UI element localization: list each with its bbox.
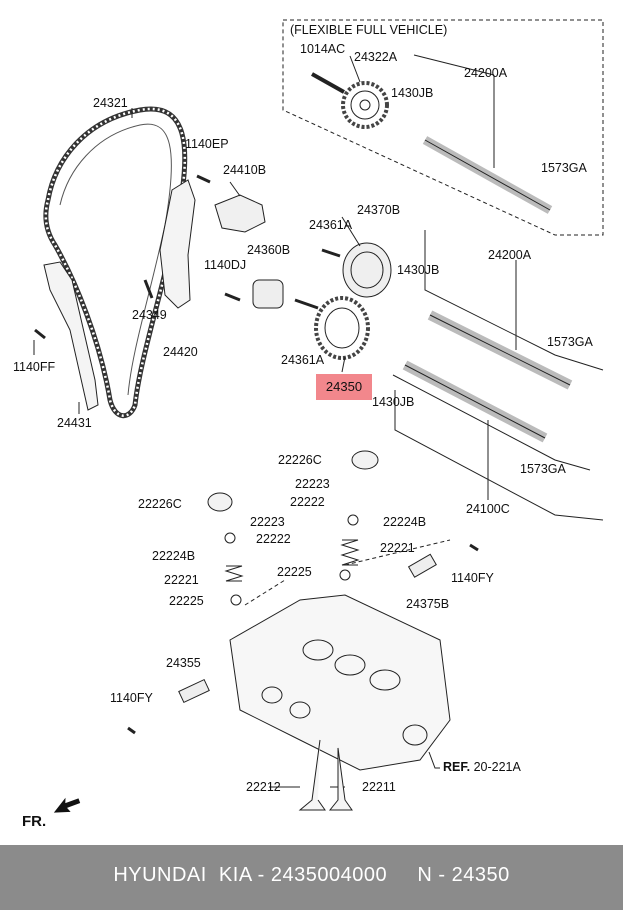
part-label: 1140FY bbox=[110, 691, 153, 705]
spring-22221-right bbox=[340, 539, 360, 566]
timing-chain-24321 bbox=[43, 106, 188, 419]
part-label: 24360B bbox=[247, 243, 291, 257]
part-label: 1573GA bbox=[520, 462, 566, 476]
part-label: 22221 bbox=[164, 573, 199, 587]
part-label: 22211 bbox=[362, 780, 396, 794]
part-label: 1573GA bbox=[541, 161, 587, 175]
front-arrow-icon bbox=[53, 797, 81, 813]
parts-diagram: (FLEXIBLE FULL VEHICLE) 1014AC 24322A 24… bbox=[13, 19, 604, 830]
part-label: 24322A bbox=[354, 50, 398, 64]
part-label: 22224B bbox=[383, 515, 427, 529]
part-label: 24349 bbox=[132, 308, 167, 322]
highlighted-part-label: 24350 bbox=[316, 374, 372, 400]
cylinder-head bbox=[229, 594, 451, 771]
tappet-22226C-top bbox=[351, 450, 379, 470]
part-label: 1140FY bbox=[451, 571, 494, 585]
footer-part-number: HYUNDAI KIA - 2435004000 N - 24350 bbox=[113, 864, 510, 886]
part-label: 24355 bbox=[166, 656, 201, 670]
flexible-vehicle-title: (FLEXIBLE FULL VEHICLE) bbox=[290, 23, 448, 37]
reference-prefix: REF. bbox=[443, 760, 471, 774]
part-label: 24200A bbox=[464, 66, 508, 80]
part-label: 24370B bbox=[357, 203, 401, 217]
part-label: 24361A bbox=[281, 353, 325, 367]
valve-22211 bbox=[328, 747, 353, 811]
footer-bar: HYUNDAI KIA - 2435004000 N - 24350 bbox=[0, 845, 623, 910]
part-label: 24321 bbox=[93, 96, 128, 110]
part-label: 1014AC bbox=[300, 42, 346, 56]
sprocket-24322A bbox=[341, 81, 389, 129]
tappet-22226C-left bbox=[207, 492, 233, 512]
part-label: 22222 bbox=[256, 532, 291, 546]
part-label: 22212 bbox=[246, 780, 281, 794]
sprocket-24350 bbox=[314, 296, 370, 360]
sensor-24355 bbox=[178, 678, 210, 704]
part-label: 22222 bbox=[290, 495, 325, 509]
part-label: 24420 bbox=[163, 345, 198, 359]
part-label: 22224B bbox=[152, 549, 196, 563]
tensioner-arm-24420 bbox=[159, 179, 196, 309]
part-label: 24410B bbox=[223, 163, 267, 177]
ocv-24375B bbox=[407, 553, 437, 578]
part-label: 22223 bbox=[295, 477, 330, 491]
reference-value: 20-221A bbox=[473, 760, 521, 774]
part-label: 22225 bbox=[277, 565, 312, 579]
part-label: 1573GA bbox=[547, 335, 593, 349]
part-label: 24431 bbox=[57, 416, 92, 430]
part-label: 1430JB bbox=[391, 86, 434, 100]
part-label: 22225 bbox=[169, 594, 204, 608]
spring-22221-left bbox=[224, 565, 244, 582]
part-label: 24200A bbox=[488, 248, 532, 262]
part-label: 24361A bbox=[309, 218, 353, 232]
chain-guide-24431 bbox=[43, 261, 99, 411]
part-label: 22226C bbox=[138, 497, 182, 511]
part-label: 22226C bbox=[278, 453, 322, 467]
part-label: 1140EP bbox=[185, 137, 229, 151]
flexible-vehicle-box bbox=[282, 19, 604, 236]
ocv-24360B bbox=[252, 279, 284, 309]
part-label: 1140DJ bbox=[204, 258, 247, 272]
part-label: 1140FF bbox=[13, 360, 56, 374]
part-label: 22223 bbox=[250, 515, 285, 529]
tensioner-24410B bbox=[214, 194, 266, 233]
part-label: 24375B bbox=[406, 597, 450, 611]
reference-label: REF. 20-221A bbox=[443, 760, 521, 774]
exploded-view-drawing bbox=[33, 19, 604, 813]
part-label: 1430JB bbox=[372, 395, 415, 409]
cvvt-24370B bbox=[342, 242, 392, 298]
front-label: FR. bbox=[22, 813, 47, 830]
valve-22212 bbox=[298, 739, 326, 811]
part-label: 22221 bbox=[380, 541, 415, 555]
part-label: 24100C bbox=[466, 502, 510, 516]
part-label: 1430JB bbox=[397, 263, 440, 277]
